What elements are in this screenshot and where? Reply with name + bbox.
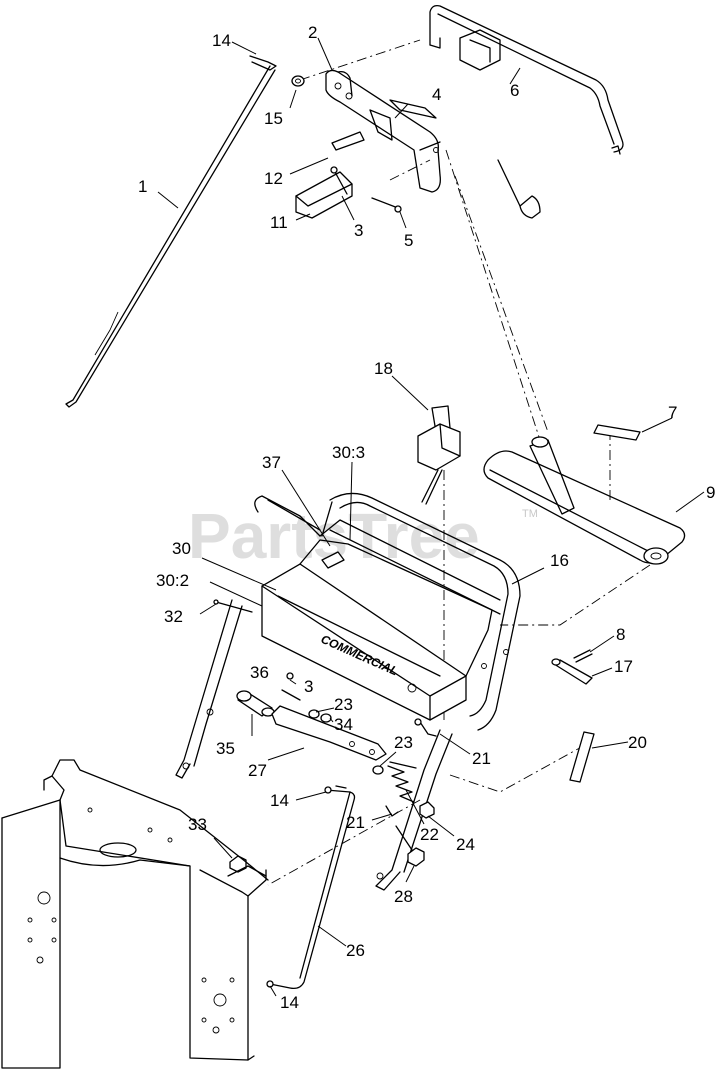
part-17-pin — [551, 658, 593, 685]
callout-30: 30 — [172, 539, 191, 558]
callout-23b: 23 — [394, 733, 413, 752]
part-27-lever — [271, 705, 387, 761]
callout-6: 6 — [510, 81, 519, 100]
part-22-spring — [387, 761, 417, 803]
watermark-tm: TM — [522, 508, 538, 520]
part-11-bracket — [295, 171, 353, 219]
part-3-bolt — [330, 166, 348, 195]
callout-36: 36 — [250, 663, 269, 682]
part-28-bolt — [395, 825, 425, 867]
part-26-lower-rod — [266, 785, 356, 990]
callout-9: 9 — [706, 483, 715, 502]
callout-30-2: 30:2 — [156, 571, 189, 590]
part-5-bolt — [371, 197, 402, 213]
part-16-main-handle — [175, 492, 521, 891]
callout-5: 5 — [404, 231, 413, 250]
callout-28: 28 — [394, 887, 413, 906]
part-21-clip-a — [414, 718, 437, 737]
part-36-bolt — [281, 672, 301, 701]
callout-12: 12 — [264, 169, 283, 188]
callout-15: 15 — [264, 109, 283, 128]
callout-21a: 21 — [472, 749, 491, 768]
callout-14: 14 — [212, 31, 231, 50]
callout-17: 17 — [614, 657, 633, 676]
assembly-dash-lines — [267, 39, 651, 886]
chassis-frame — [1, 759, 269, 1069]
callout-27: 27 — [248, 761, 267, 780]
part-32-pin — [213, 599, 253, 613]
part-1-control-rod — [65, 55, 277, 408]
part-23-washer-b — [372, 765, 384, 775]
part-2-upper-handle — [325, 69, 441, 193]
part-35-bushing — [236, 690, 275, 717]
callout-14c: 14 — [280, 993, 299, 1012]
part-18-throttle — [417, 405, 461, 505]
part-33-nut — [229, 855, 247, 873]
leader-lines — [157, 37, 705, 997]
callout-4: 4 — [432, 85, 441, 104]
callout-24: 24 — [456, 835, 475, 854]
part-21-clip-b — [385, 805, 399, 817]
part-24-nut — [419, 801, 435, 819]
callout-30-3: 30:3 — [332, 443, 365, 462]
part-34-nut — [320, 713, 332, 723]
part-7-decal — [593, 424, 641, 441]
callout-7: 7 — [668, 403, 677, 422]
callout-33: 33 — [188, 815, 207, 834]
part-12-decal — [331, 131, 365, 151]
callout-18: 18 — [374, 359, 393, 378]
callout-21b: 21 — [346, 813, 365, 832]
callout-34: 34 — [334, 715, 353, 734]
callout-22: 22 — [420, 825, 439, 844]
callout-3: 3 — [354, 221, 363, 240]
callout-11: 11 — [270, 213, 288, 232]
callout-3b: 3 — [304, 677, 313, 696]
part-4-decal — [389, 99, 437, 119]
part-8-pin — [573, 649, 593, 663]
callout-2: 2 — [308, 23, 317, 42]
callout-26: 26 — [346, 941, 365, 960]
callout-1: 1 — [138, 177, 147, 196]
callout-labels: 14 2 15 4 6 1 12 11 3 5 18 7 37 30:3 9 3… — [138, 23, 715, 1012]
callout-35: 35 — [216, 739, 235, 758]
callout-23a: 23 — [334, 695, 353, 714]
callout-20: 20 — [628, 733, 647, 752]
part-30-console: COMMERCIAL — [261, 519, 501, 721]
callout-8: 8 — [616, 625, 625, 644]
callout-14b: 14 — [270, 791, 289, 810]
part-15-bushing — [291, 75, 305, 87]
part-20-decal — [569, 731, 595, 783]
part-37-decal — [321, 551, 345, 569]
callout-32: 32 — [164, 607, 183, 626]
part-6-bail — [429, 4, 624, 219]
part-9-bail-bar — [483, 436, 686, 565]
callout-16: 16 — [550, 551, 569, 570]
callout-37: 37 — [262, 453, 281, 472]
